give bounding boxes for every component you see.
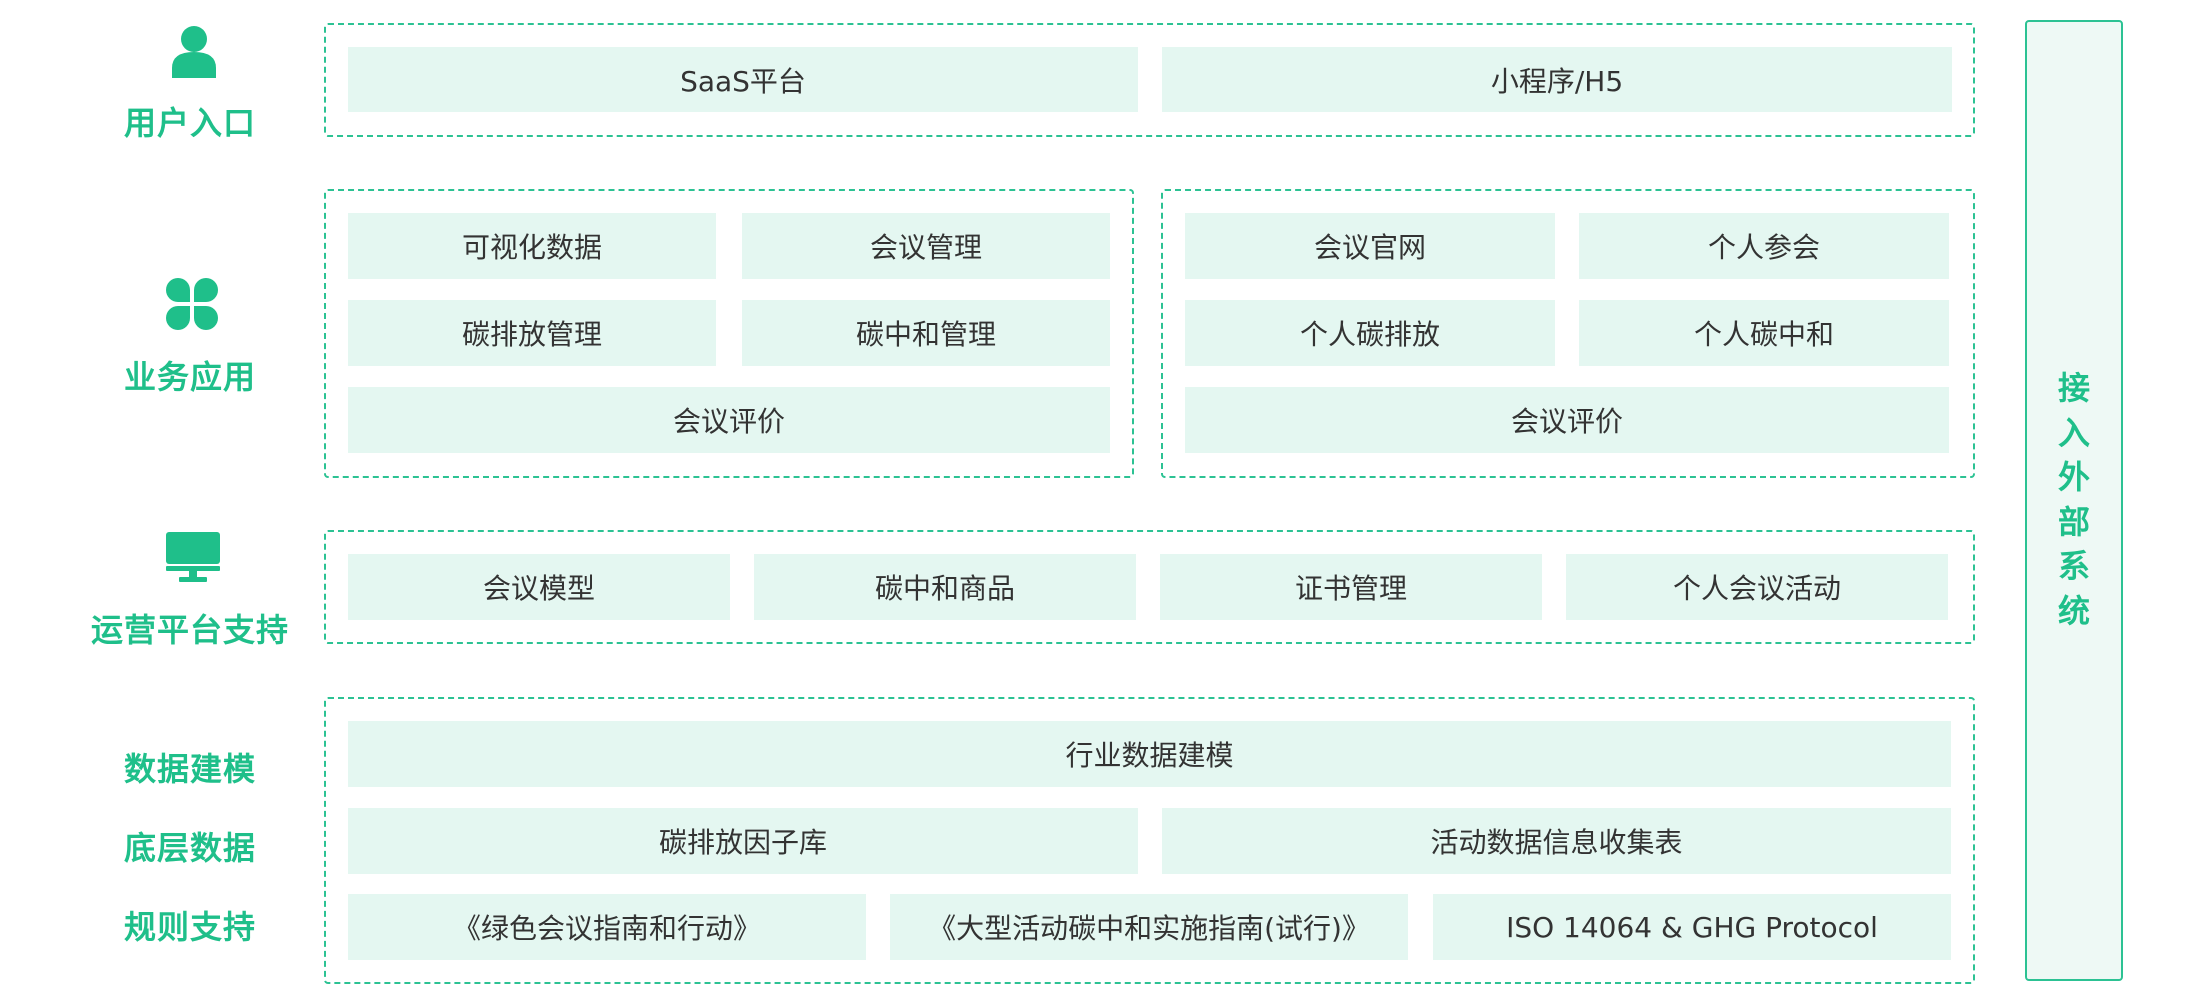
layer-label-ops-platform: 运营平台支持 [90,611,289,649]
box-meeting-model: 会议模型 [348,554,730,620]
box-saas-platform: SaaS平台 [348,47,1138,112]
user-icon [172,26,216,78]
frame-business-left [324,189,1134,478]
external-char: 入 [2057,413,2090,452]
frame-data-layer [324,697,1975,984]
box-large-event-guide: 《大型活动碳中和实施指南(试行)》 [890,894,1408,960]
external-char: 统 [2057,591,2090,630]
box-personal-meeting-activity: 个人会议活动 [1566,554,1948,620]
box-meeting-management: 会议管理 [742,213,1110,279]
layer-label-base-data: 底层数据 [123,829,256,867]
box-neutral-goods: 碳中和商品 [754,554,1136,620]
layer-label-user-entry: 用户入口 [123,104,256,142]
box-meeting-evaluation-right: 会议评价 [1185,387,1949,453]
box-mini-program: 小程序/H5 [1162,47,1952,112]
frame-user-entry [324,23,1975,137]
external-char: 系 [2057,547,2090,585]
frame-business-right [1161,189,1975,478]
box-visual-data: 可视化数据 [348,213,716,279]
box-emission-management: 碳排放管理 [348,300,716,366]
box-green-meeting-guide: 《绿色会议指南和行动》 [348,894,866,960]
external-systems-panel: 接 入 外 部 系 统 [2025,20,2123,981]
box-personal-neutral: 个人碳中和 [1579,300,1949,366]
frame-ops-platform [324,530,1975,644]
layer-label-data-model: 数据建模 [123,750,256,788]
external-systems-label: 接 入 外 部 系 统 [2027,366,2121,633]
box-meeting-evaluation-left: 会议评价 [348,387,1110,453]
layer-label-rules: 规则支持 [123,908,256,946]
layer-label-business-app: 业务应用 [123,358,256,396]
box-meeting-website: 会议官网 [1185,213,1555,279]
box-personal-attend: 个人参会 [1579,213,1949,279]
external-char: 接 [2057,369,2090,407]
box-certificate-management: 证书管理 [1160,554,1542,620]
clover-icon [166,278,218,330]
monitor-icon [166,532,220,582]
box-iso-ghg: ISO 14064 & GHG Protocol [1433,894,1951,960]
box-emission-factor-library: 碳排放因子库 [348,808,1138,874]
external-char: 部 [2057,502,2090,541]
box-neutral-management: 碳中和管理 [742,300,1110,366]
external-char: 外 [2057,458,2090,496]
box-activity-data-table: 活动数据信息收集表 [1162,808,1951,874]
box-personal-emission: 个人碳排放 [1185,300,1555,366]
box-industry-data-model: 行业数据建模 [348,721,1951,787]
